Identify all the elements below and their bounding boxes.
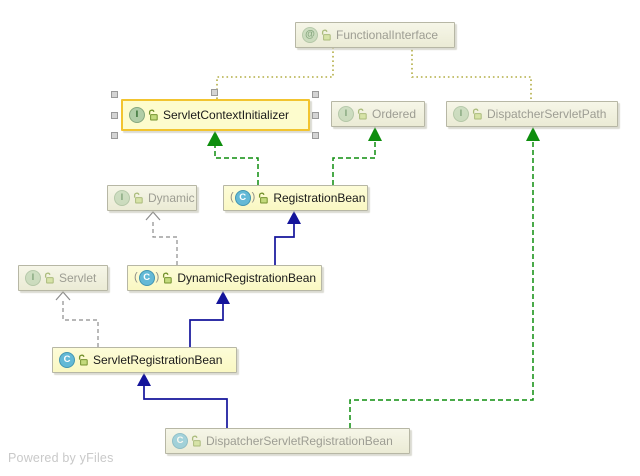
node-label: DispatcherServletRegistrationBean: [206, 433, 393, 448]
interface-icon: I: [129, 107, 145, 123]
selection-handle-top-middle[interactable]: [211, 89, 218, 96]
selection-handle-bottom-right[interactable]: [312, 132, 319, 139]
node-dispatcherservletregistrationbean[interactable]: C DispatcherServletRegistrationBean: [165, 428, 410, 454]
interface-icon: I: [25, 270, 41, 286]
node-servletregistrationbean[interactable]: C ServletRegistrationBean: [52, 347, 237, 373]
abstract-marker-open: (: [230, 191, 234, 203]
node-servletcontextinitializer[interactable]: I ServletContextInitializer: [121, 99, 310, 131]
edge-servletregistrationbean-dynamicregistrationbean[interactable]: [189, 291, 230, 347]
edge-servletregistrationbean-servlet[interactable]: [55, 291, 99, 347]
abstract-marker-open: (: [134, 271, 138, 283]
selection-handle-bottom-left[interactable]: [111, 132, 118, 139]
node-servlet[interactable]: I Servlet: [18, 265, 108, 291]
interface-icon: I: [338, 106, 354, 122]
node-dynamic[interactable]: I Dynamic: [107, 185, 197, 211]
selection-handle-middle-left[interactable]: [111, 112, 118, 119]
lock-icon: [78, 354, 88, 366]
node-label: Ordered: [372, 106, 417, 121]
lock-icon: [148, 109, 158, 121]
node-label: RegistrationBean: [273, 190, 366, 205]
node-label: DynamicRegistrationBean: [177, 270, 317, 285]
node-ordered[interactable]: I Ordered: [331, 101, 425, 127]
node-registrationbean[interactable]: ( C ) RegistrationBean: [223, 185, 368, 211]
interface-icon: I: [114, 190, 130, 206]
lock-icon: [191, 435, 201, 447]
class-icon: C: [172, 433, 188, 449]
node-label: FunctionalInterface: [336, 27, 439, 42]
lock-icon: [259, 192, 269, 204]
node-dispatcherservletpath[interactable]: I DispatcherServletPath: [446, 101, 618, 127]
selection-handle-middle-right[interactable]: [312, 112, 319, 119]
annotation-icon: @: [302, 27, 318, 43]
edge-dispatcherservletregistrationbean-servletregistrationbean[interactable]: [137, 373, 228, 428]
node-functionalinterface[interactable]: @ FunctionalInterface: [295, 22, 455, 48]
abstract-class-icon: C: [234, 190, 251, 206]
edge-registrationbean-servletcontextinitializer[interactable]: [207, 131, 259, 185]
edge-dispatcherservletpath-functionalinterface[interactable]: [411, 48, 532, 99]
node-label: Dynamic: [148, 190, 195, 205]
abstract-marker-close: ): [155, 271, 160, 283]
edge-dynamicregistrationbean-registrationbean[interactable]: [274, 211, 301, 265]
edge-dispatcherservletregistrationbean-dispatcherservletpath[interactable]: [349, 127, 540, 428]
lock-icon: [472, 108, 482, 120]
abstract-marker-close: ): [251, 191, 256, 203]
lock-icon: [44, 272, 54, 284]
node-label: ServletContextInitializer: [163, 107, 290, 122]
lock-icon: [163, 272, 173, 284]
edge-dynamicregistrationbean-dynamic[interactable]: [145, 211, 178, 265]
class-icon: C: [59, 352, 75, 368]
selection-handle-top-right[interactable]: [312, 91, 319, 98]
lock-icon: [321, 29, 331, 41]
abstract-class-icon: C: [138, 270, 155, 286]
node-label: DispatcherServletPath: [487, 106, 607, 121]
node-label: Servlet: [59, 270, 97, 285]
edge-registrationbean-ordered[interactable]: [332, 127, 382, 185]
selection-handle-top-left[interactable]: [111, 91, 118, 98]
lock-icon: [133, 192, 143, 204]
lock-icon: [357, 108, 367, 120]
yfiles-watermark: Powered by yFiles: [8, 451, 114, 465]
interface-icon: I: [453, 106, 469, 122]
node-label: ServletRegistrationBean: [93, 352, 223, 367]
node-dynamicregistrationbean[interactable]: ( C ) DynamicRegistrationBean: [127, 265, 322, 291]
